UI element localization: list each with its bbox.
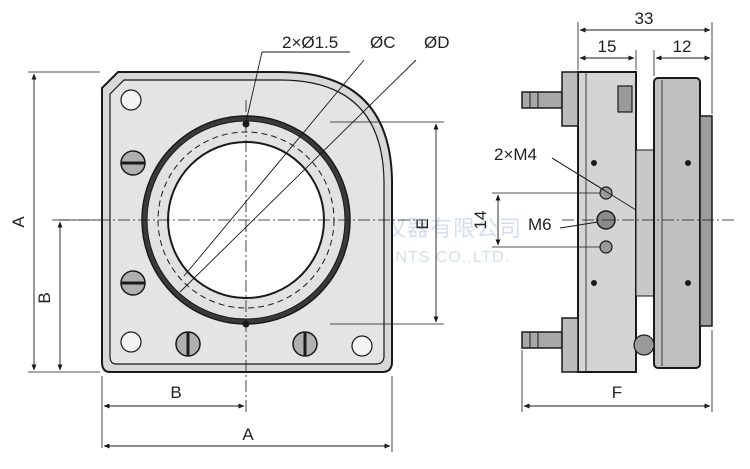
leader-diameter-c [183,59,365,277]
label-spacing-14: 14 [471,211,490,230]
adjust-screw-bottom-right [292,331,318,357]
label-hole-callout: 2×Ø1.5 [282,33,338,52]
leader-m4-lower [551,157,637,211]
label-diameter-d: ØD [424,33,450,52]
m4-hole-lower [599,240,613,254]
side-adjuster-top [521,71,633,127]
side-view [492,22,734,412]
side-retainer-lip [699,115,713,327]
label-overall-depth: 33 [635,9,654,28]
front-view [28,51,444,452]
label-a-vertical: A [9,216,28,228]
label-b-vertical: B [35,292,54,303]
side-hole-2 [591,280,597,286]
corner-hole-bottom-left [120,331,142,353]
side-gap-block [635,149,655,297]
side-ring-hole-1 [685,160,691,166]
label-plate-depth: 15 [598,37,617,56]
label-thread-m6: M6 [528,215,552,234]
side-ring-housing [653,77,701,369]
label-a-horizontal: A [242,425,254,444]
label-e: E [413,218,432,229]
label-thread-m4: 2×M4 [494,145,537,164]
side-ring-hole-2 [685,280,691,286]
leader-m6 [559,221,599,229]
adjust-screw-bottom-left [175,331,201,357]
label-b-horizontal: B [170,383,181,402]
label-dim-f: F [612,383,622,402]
label-ring-depth: 12 [673,37,692,56]
leader-hole-callout [245,51,263,123]
adjust-screw-left-upper [120,150,146,176]
corner-hole-top-left [120,89,142,111]
adjust-screw-left-lower [120,270,146,296]
side-adjuster-bottom [521,317,655,373]
side-hole-1 [591,160,597,166]
leader-diameter-d [179,59,417,293]
label-diameter-c: ØC [370,33,396,52]
corner-hole-bottom-right [351,335,373,357]
